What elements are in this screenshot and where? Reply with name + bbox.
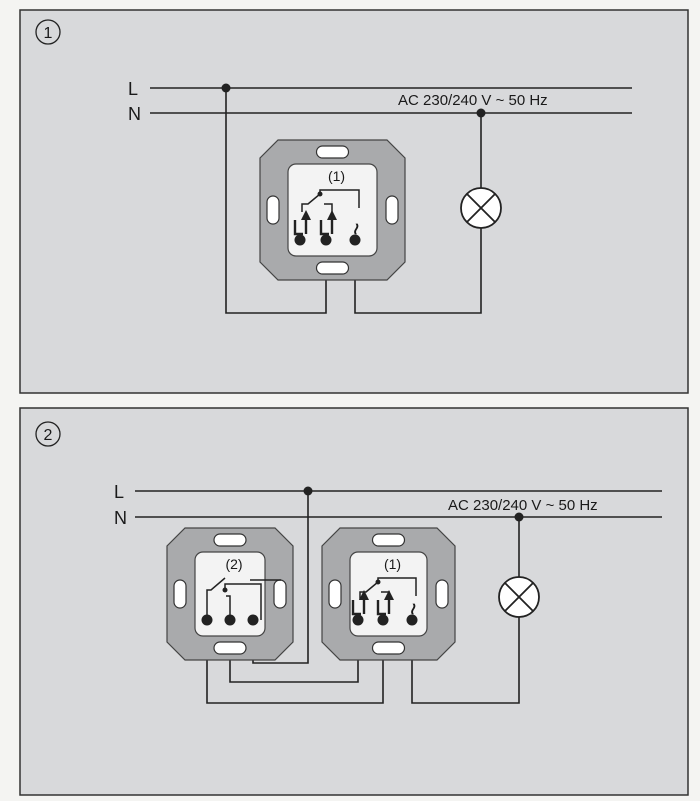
arrow-icon (301, 210, 311, 220)
terminal (201, 614, 213, 626)
terminal-l-arrow-icon (293, 220, 308, 236)
mounting-slot (213, 641, 247, 655)
pivot-dot (222, 587, 228, 593)
switch-label: (1) (384, 556, 401, 572)
panel-number: 2 (44, 427, 53, 444)
wire (411, 617, 520, 704)
mounting-slot (266, 195, 280, 225)
terminal (352, 614, 364, 626)
mounting-slot (371, 533, 406, 547)
wire (206, 620, 384, 704)
mounting-slot (328, 579, 342, 609)
pivot-dot (375, 579, 381, 585)
panel-number-circle (35, 19, 61, 45)
mounting-slot (371, 641, 406, 655)
junction-dot (221, 83, 231, 93)
switch-2: (2) (166, 527, 294, 661)
neutral-label: N (114, 508, 127, 528)
junction-dot (476, 108, 486, 118)
terminal (224, 614, 236, 626)
switch-1: (1) ≀ (259, 139, 406, 281)
mounting-slot (273, 579, 287, 609)
panel-2: 2 L N AC 230/240 V ~ 50 Hz (2) (1) ≀ (19, 407, 689, 796)
mounting-slot (435, 579, 449, 609)
line-label: L (114, 482, 124, 502)
pivot-dot (317, 191, 323, 197)
terminal-l-arrow-icon (351, 600, 366, 616)
switch-label: (1) (328, 168, 345, 184)
terminal (406, 614, 418, 626)
panel-1: 1 L N AC 230/240 V ~ 50 Hz (1) ≀ (19, 9, 689, 394)
line-label: L (128, 79, 138, 99)
terminal-l-arrow-icon (376, 600, 391, 616)
terminal-l-arrow-icon (319, 220, 334, 236)
switch-label: (2) (225, 556, 242, 572)
junction-dot (303, 486, 313, 496)
panel-number-circle (35, 421, 61, 447)
wires (135, 486, 662, 704)
arrow-icon (327, 210, 337, 220)
switch-insert (194, 551, 266, 637)
supply-label: AC 230/240 V ~ 50 Hz (398, 92, 548, 109)
arrow-icon (359, 590, 369, 600)
switch-1: (1) ≀ (321, 527, 456, 661)
switch-contact-symbol (206, 577, 281, 620)
neutral-label: N (128, 104, 141, 124)
mounting-slot (173, 579, 187, 609)
lamp-cross (504, 582, 534, 612)
arrow-icon (384, 590, 394, 600)
terminal (294, 234, 306, 246)
terminal (377, 614, 389, 626)
mounting-slot (213, 533, 247, 547)
supply-label: AC 230/240 V ~ 50 Hz (448, 497, 598, 514)
mounting-slot (385, 195, 399, 225)
lamp-terminal-icon: ≀ (409, 601, 416, 618)
mounting-slot (315, 145, 350, 159)
terminal (247, 614, 259, 626)
panel-number: 1 (44, 25, 53, 42)
terminal (320, 234, 332, 246)
lamp-cross (466, 193, 496, 223)
terminal (349, 234, 361, 246)
lamp-terminal-icon: ≀ (352, 221, 359, 238)
junction-dot (514, 512, 524, 522)
mounting-slot (315, 261, 350, 275)
